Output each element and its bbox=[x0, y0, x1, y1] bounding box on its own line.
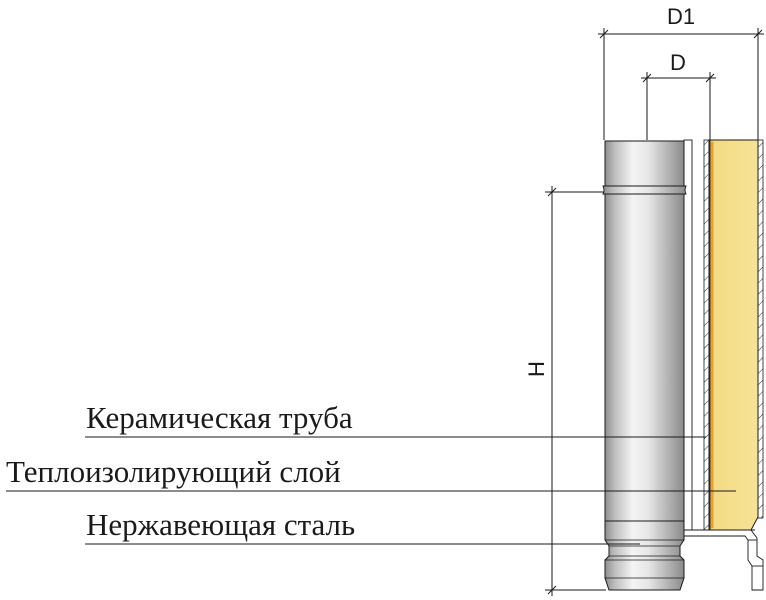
label-insulation-text: Теплоизолирующий слой bbox=[6, 454, 341, 489]
steel-pipe bbox=[602, 140, 687, 591]
dimension-h: H bbox=[524, 186, 606, 596]
label-ceramic-text: Керамическая труба bbox=[86, 400, 353, 435]
label-insulation: Теплоизолирующий слой bbox=[6, 454, 736, 492]
dimension-d-label: D bbox=[670, 50, 686, 75]
label-steel-text: Нержавеющая сталь bbox=[86, 507, 355, 542]
dimension-d1: D1 bbox=[598, 4, 764, 140]
label-ceramic: Керамическая труба bbox=[85, 400, 706, 438]
pipe-section bbox=[683, 139, 764, 591]
dimension-d: D bbox=[641, 50, 716, 140]
dimension-h-label: H bbox=[524, 361, 549, 377]
label-steel: Нержавеющая сталь bbox=[85, 507, 640, 545]
dimension-d1-label: D1 bbox=[667, 4, 695, 29]
